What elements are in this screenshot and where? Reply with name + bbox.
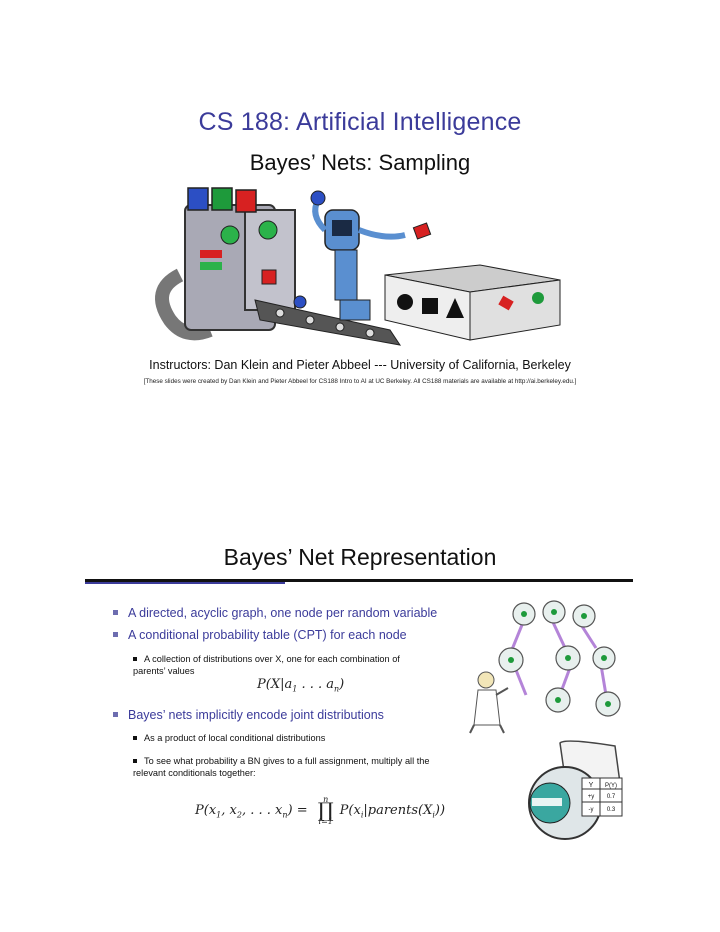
bullet-square-icon	[133, 735, 137, 740]
robot-cpt-illustration: Y P(Y) +y 0.7 -y 0.3	[528, 740, 623, 840]
bullet-square-icon	[133, 656, 137, 661]
bayes-net-illustration	[469, 600, 621, 734]
title-divider-accent	[85, 582, 285, 584]
bullet-square-icon	[113, 632, 118, 638]
sampling-machine-illustration	[155, 187, 561, 346]
slide2-title: Bayes’ Net Representation	[223, 544, 497, 570]
bullet-joint: Bayes’ nets implicitly encode joint dist…	[113, 708, 384, 722]
sub-bullet-assignment: To see what probability a BN gives to a …	[133, 756, 430, 778]
sub-bullet-cpt: A collection of distributions over X, on…	[133, 654, 400, 676]
cpt-header-var: Y	[589, 782, 594, 789]
instructors-line: Instructors: Dan Klein and Pieter Abbeel…	[149, 358, 571, 372]
product-operator: n ∏ i=1	[317, 795, 334, 826]
cpt-cell: +y	[588, 794, 595, 800]
cpt-cell: 0.3	[607, 807, 616, 813]
cpt-header-prob: P(Y)	[605, 783, 617, 789]
credits-note: [These slides were created by Dan Klein …	[143, 378, 577, 385]
cpt-formula: P(X|a1 . . . an)	[257, 677, 345, 694]
slide1-title: CS 188: Artificial Intelligence	[198, 108, 522, 136]
title-divider	[85, 579, 633, 582]
bullet-square-icon	[113, 712, 118, 718]
cpt-cell: 0.7	[607, 794, 616, 800]
bullet-square-icon	[133, 758, 137, 763]
slide1-subtitle: Bayes’ Nets: Sampling	[249, 150, 471, 175]
bullet-dag: A directed, acyclic graph, one node per …	[113, 606, 437, 620]
bullet-cpt: A conditional probability table (CPT) fo…	[113, 628, 407, 642]
cpt-cell: -y	[589, 807, 594, 813]
joint-formula: P(x1, x2, . . . xn) = n ∏ i=1 P(xi|paren…	[195, 795, 446, 826]
bullet-square-icon	[113, 610, 118, 616]
sub-bullet-product: As a product of local conditional distri…	[133, 732, 433, 744]
